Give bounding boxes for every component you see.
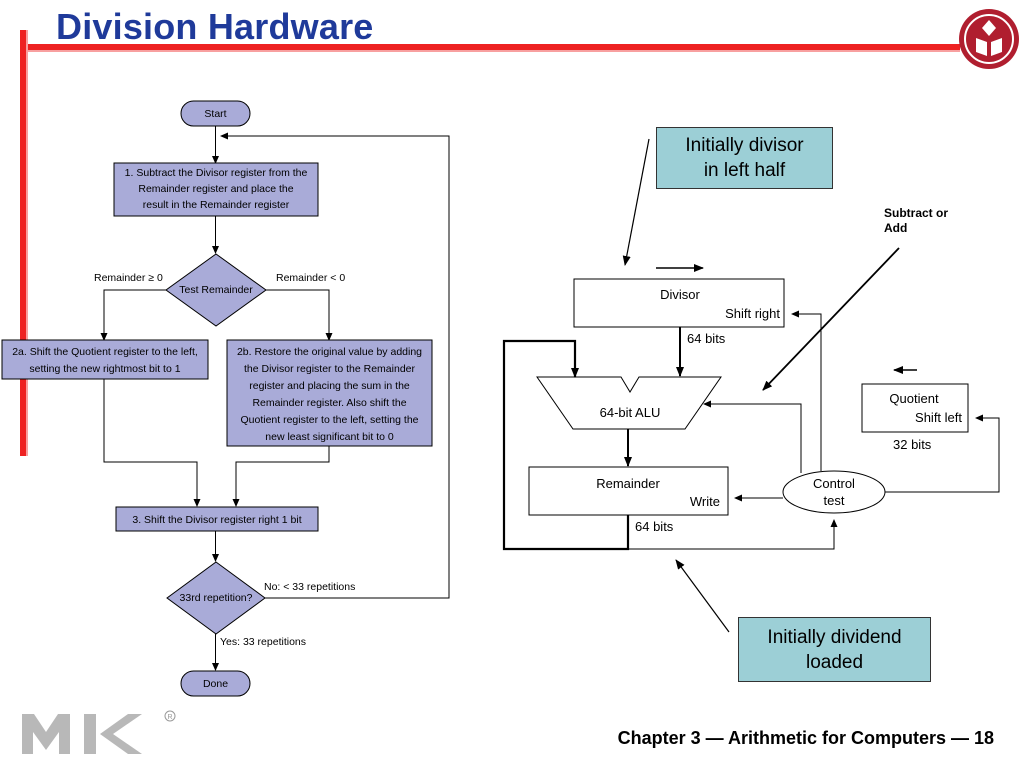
flowchart: Start 1. Subtract the Divisor register f…: [1, 100, 450, 697]
step2a-line1: 2a. Shift the Quotient register to the l…: [12, 346, 198, 358]
bits-32-label: 32 bits: [893, 437, 932, 452]
alu-label: 64-bit ALU: [600, 405, 661, 420]
callout-dividend: Initially dividend loaded: [738, 617, 931, 682]
branch-right-label: Remainder < 0: [276, 272, 345, 284]
start-label: Start: [204, 108, 226, 120]
callout-divisor-line2: in left half: [703, 160, 786, 181]
divisor-op-label: Shift right: [725, 306, 780, 321]
divisor-register: [573, 278, 785, 328]
svg-text:R: R: [167, 714, 172, 721]
step1-line3: result in the Remainder register: [143, 199, 290, 211]
remainder-op-label: Write: [690, 494, 720, 509]
branch-left-label: Remainder ≥ 0: [94, 272, 163, 284]
slide-footer: Chapter 3 — Arithmetic for Computers — 1…: [617, 728, 994, 748]
hardware-diagram: Divisor Shift right 64 bits 64-bit ALU R…: [502, 138, 1000, 633]
repetition-label: 33rd repetition?: [180, 592, 253, 604]
callout-divisor: Initially divisor in left half: [656, 127, 833, 189]
subtract-add-line1: Subtract or: [884, 206, 949, 220]
remainder-register: [528, 466, 729, 516]
step3-label: 3. Shift the Divisor register right 1 bi…: [132, 514, 301, 526]
test-remainder-diamond: [165, 253, 267, 327]
slide-title: Division Hardware: [56, 6, 374, 47]
quotient-op-label: Shift left: [915, 410, 962, 425]
step1-box: [113, 162, 319, 217]
done-label: Done: [203, 678, 228, 690]
step2b-line4: Remainder register. Also shift the: [252, 397, 406, 409]
title-rule: [20, 44, 960, 50]
step1-line1: 1. Subtract the Divisor register from th…: [125, 167, 308, 179]
step2b-box: [226, 339, 433, 447]
quotient-register: [861, 383, 969, 433]
divisor-label: Divisor: [660, 287, 700, 302]
step3-box: [115, 506, 319, 532]
step2b-line2: the Divisor register to the Remainder: [244, 363, 415, 375]
alu-shape: [536, 376, 722, 430]
step2b-line5: Quotient register to the left, setting t…: [240, 414, 418, 426]
mk-logo: R: [22, 710, 176, 754]
side-rule: [20, 30, 26, 456]
title-rule-shadow: [20, 50, 960, 52]
step2b-line3: register and placing the sum in the: [249, 380, 410, 392]
step1-line2: Remainder register and place the: [138, 183, 293, 195]
callout-dividend-line2: loaded: [805, 652, 864, 673]
side-rule-shadow: [26, 30, 28, 456]
callout-divisor-line1: Initially divisor: [685, 135, 804, 156]
step2b-line6: new least significant bit to 0: [265, 431, 394, 443]
step2b-line1: 2b. Restore the original value by adding: [237, 346, 422, 358]
bits-64-top-label: 64 bits: [687, 331, 726, 346]
no-label: No: < 33 repetitions: [264, 581, 355, 593]
done-terminal: [180, 670, 251, 697]
control-line2: test: [824, 493, 845, 508]
quotient-label: Quotient: [889, 391, 939, 406]
subtract-add-label: Subtract or Add: [884, 206, 948, 236]
publisher-seal-icon: [959, 9, 1019, 69]
bits-64-bottom-label: 64 bits: [635, 519, 674, 534]
callout-dividend-line1: Initially dividend: [767, 627, 902, 648]
subtract-add-line2: Add: [884, 221, 908, 235]
yes-label: Yes: 33 repetitions: [220, 636, 306, 648]
remainder-label: Remainder: [596, 476, 660, 491]
control-line1: Control: [813, 476, 855, 491]
test-remainder-label: Test Remainder: [179, 284, 253, 296]
step2a-line2: setting the new rightmost bit to 1: [29, 363, 180, 375]
step2a-box: [1, 339, 209, 380]
